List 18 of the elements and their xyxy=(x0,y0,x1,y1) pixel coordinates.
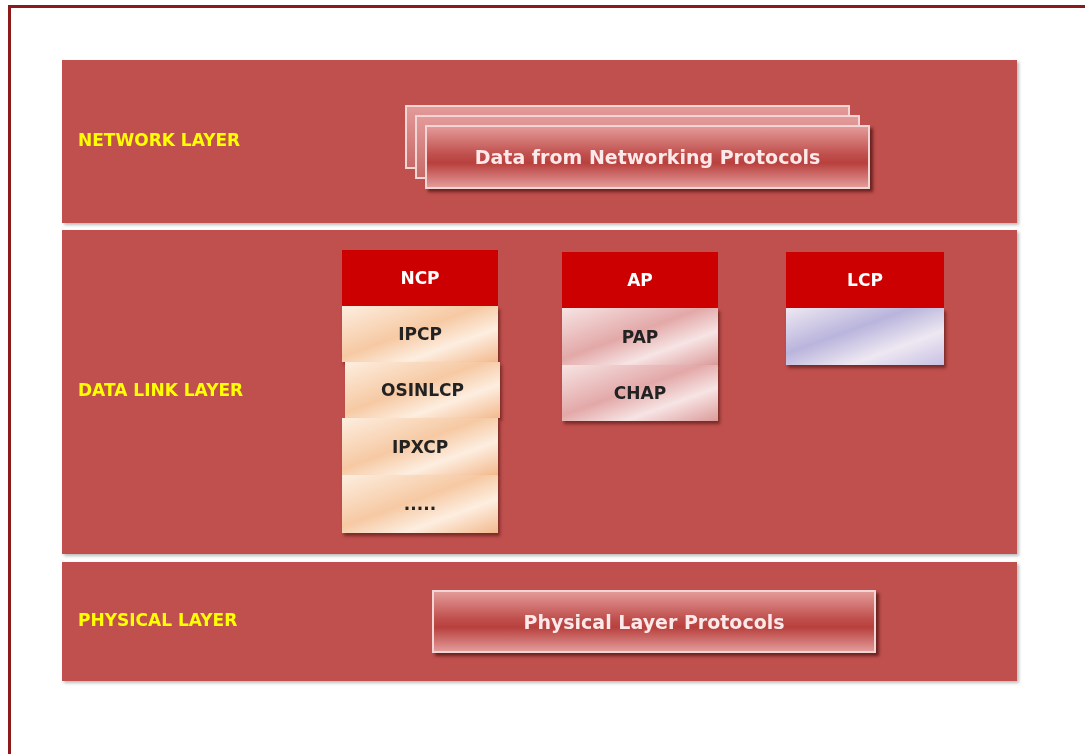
protocol-header: AP xyxy=(562,252,718,308)
protocol-header: LCP xyxy=(786,252,944,308)
protocol-box: CHAP xyxy=(562,365,718,421)
protocol-box: Data from Networking Protocols xyxy=(425,125,870,189)
layer-band xyxy=(62,230,1017,554)
protocol-box: ..... xyxy=(342,475,498,533)
layer-band xyxy=(62,60,1017,223)
protocol-box: PAP xyxy=(562,308,718,365)
protocol-box: Physical Layer Protocols xyxy=(432,590,876,653)
layer-label: DATA LINK LAYER xyxy=(78,380,244,400)
layer-label: PHYSICAL LAYER xyxy=(78,609,238,630)
empty-protocol-box xyxy=(786,308,944,365)
layer-label: NETWORK LAYER xyxy=(78,129,241,150)
layer-band xyxy=(62,562,1017,681)
protocol-box: IPXCP xyxy=(342,418,498,475)
protocol-box: IPCP xyxy=(342,306,498,362)
protocol-header: NCP xyxy=(342,250,498,306)
protocol-box: OSINLCP xyxy=(345,362,500,418)
